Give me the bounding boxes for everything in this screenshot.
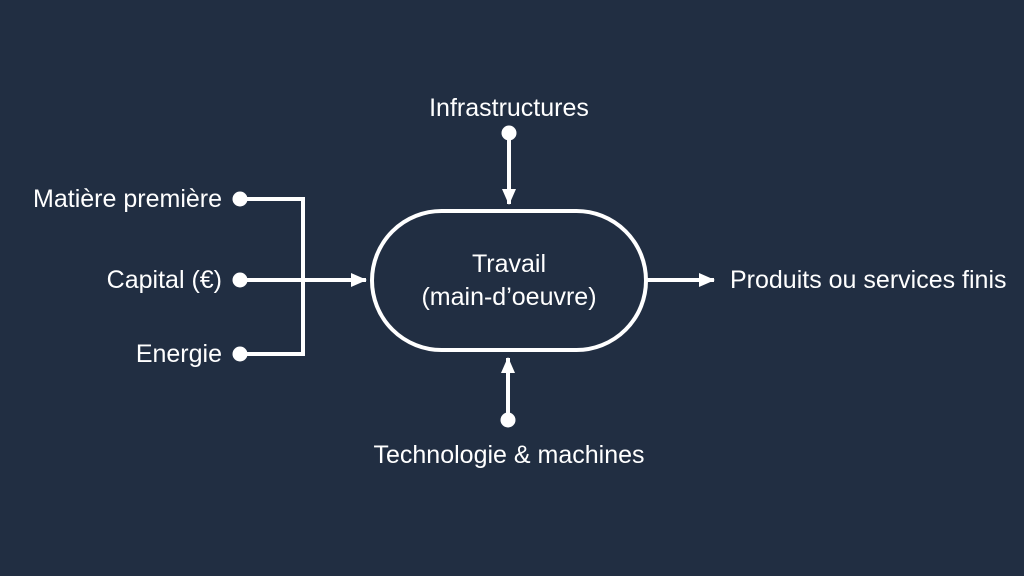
center-node-line1: Travail [471, 249, 547, 278]
dot-matiere-premiere [232, 191, 248, 207]
label-capital: Capital (€) [106, 266, 222, 294]
label-technologie-machines: Technologie & machines [373, 441, 645, 469]
dot-capital [232, 272, 248, 288]
center-node-shape[interactable] [370, 209, 648, 352]
label-matiere-premiere: Matière première [33, 185, 222, 213]
dot-energie [232, 346, 248, 362]
left-connector-lines [240, 197, 367, 356]
center-node-label: Travail (main-d’oeuvre) [372, 211, 646, 350]
label-produits-services: Produits ou services finis [730, 266, 1007, 294]
center-node-line2: (main-d’oeuvre) [421, 282, 597, 311]
label-energie: Energie [135, 340, 222, 368]
label-infrastructures: Infrastructures [429, 94, 589, 122]
